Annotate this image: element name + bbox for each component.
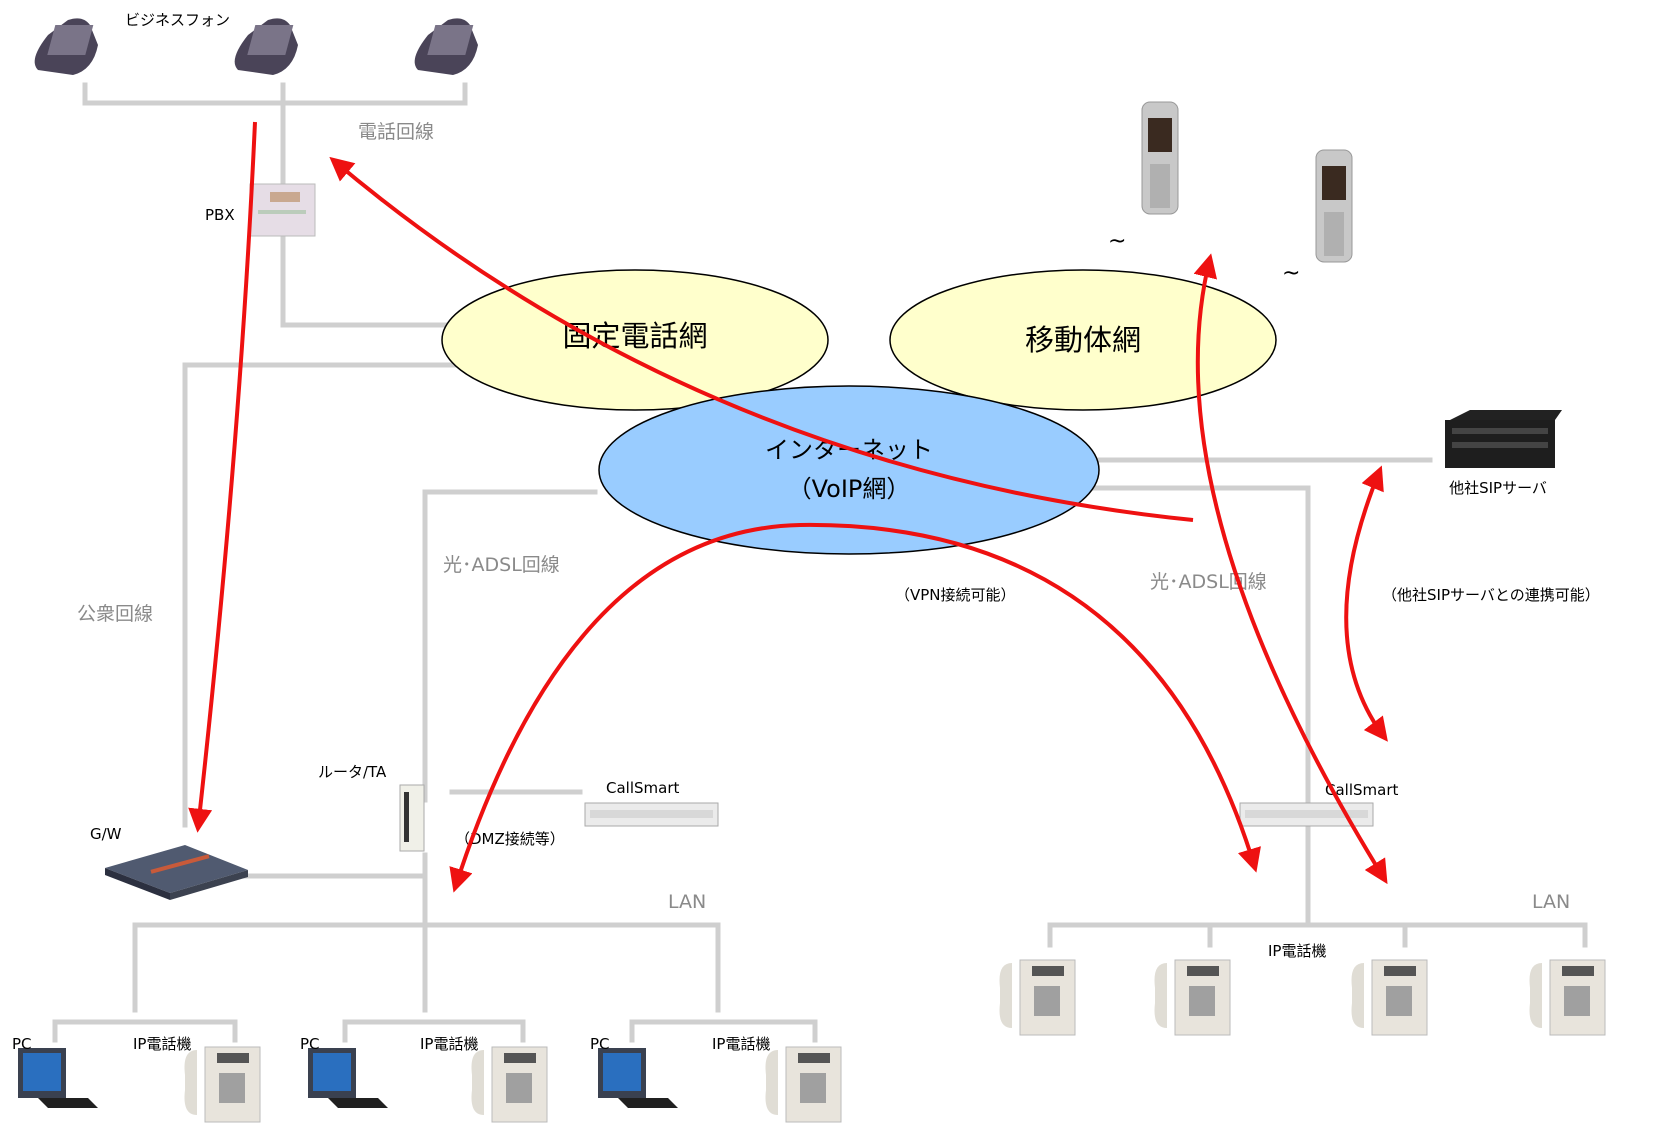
gw-label: G/W [90,825,122,843]
ip-phone-icons-left [184,1046,842,1123]
business-phone-icon [34,18,478,75]
internet-cloud [598,385,1100,555]
callsmart-left-label: CallSmart [606,779,679,797]
fiber-adsl-left-label: 光･ADSL回線 [443,554,560,576]
sip-link-note: （他社SIPサーバとの連携可能） [1382,586,1600,604]
pc-label-2: PC [300,1035,320,1053]
callsmart-server-icon-left [584,802,719,827]
mobile-phone-icons [1141,101,1353,263]
phone-line-label: 電話回線 [358,121,434,143]
public-line-label: 公衆回線 [77,603,153,625]
callsmart-server-icon-right [1239,802,1374,827]
sip-server-label: 他社SIPサーバ [1449,479,1547,497]
mobile-network-label: 移動体網 [1025,323,1141,357]
workstation-icons [18,1048,678,1108]
vpn-note: （VPN接続可能） [895,586,1016,604]
ip-phone-label-1: IP電話機 [133,1035,191,1053]
pc-label-3: PC [590,1035,610,1053]
router-ta-label: ルータ/TA [318,763,387,781]
pbx-label: PBX [205,206,235,224]
pc-label-1: PC [12,1035,32,1053]
gateway-icon [105,845,248,900]
voip-label: （VoIP網） [788,475,911,503]
dmz-note: （DMZ接続等） [455,830,565,848]
lan-left-label: LAN [668,891,706,913]
ip-phone-label-3: IP電話機 [712,1035,770,1053]
lan-right-label: LAN [1532,891,1570,913]
ip-phone-label-2: IP電話機 [420,1035,478,1053]
sip-server-icon [1445,410,1562,468]
business-phone-label: ビジネスフォン [125,11,230,29]
router-ta-icon [399,784,425,852]
ip-phone-right-label: IP電話機 [1268,942,1326,960]
pbx-icon [249,183,316,237]
fiber-adsl-right-label: 光･ADSL回線 [1150,571,1267,593]
call-flow-arrows [188,121,1388,893]
svg-text:~: ~ [1282,261,1300,286]
fixed-network-label: 固定電話網 [562,319,707,353]
svg-text:~: ~ [1108,229,1126,254]
ip-phone-icons-right [999,959,1606,1036]
